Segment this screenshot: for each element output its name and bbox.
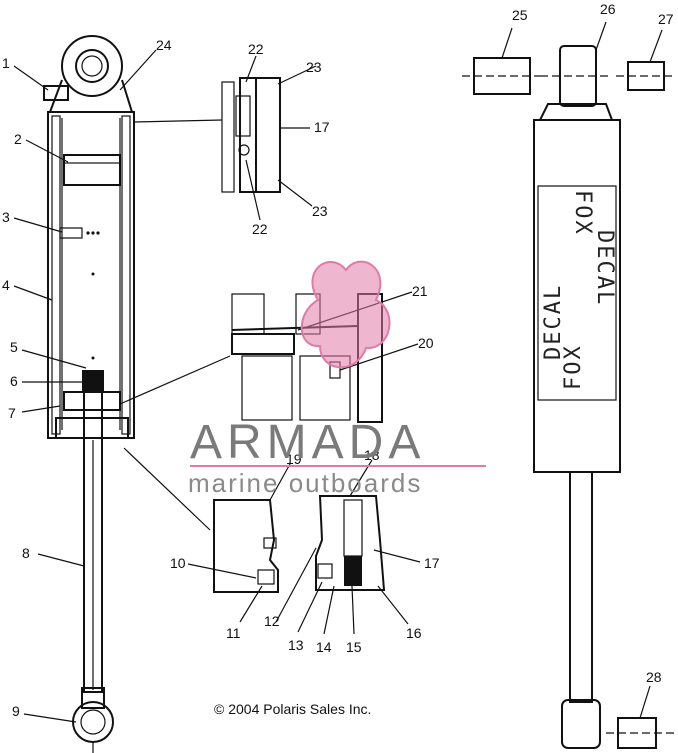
callout-24: 24	[156, 37, 172, 53]
callout-20: 20	[418, 335, 434, 351]
left-shock-cutaway	[43, 35, 135, 753]
callout-11: 11	[226, 625, 241, 641]
pink-blob-logo	[300, 260, 391, 369]
callout-26: 26	[600, 1, 616, 17]
callout-22-top: 22	[248, 41, 264, 57]
decal-decal-upper: DECAL	[592, 230, 617, 306]
watermark-title: ARMADA	[190, 416, 425, 469]
callout-6: 6	[10, 373, 18, 389]
detail-seal-top	[133, 77, 281, 193]
right-shock-external	[462, 45, 674, 749]
callout-22-bottom: 22	[252, 221, 268, 237]
fox-decal-text: FOX DECAL FOX DECAL	[541, 190, 617, 390]
callout-labels: 1 2 3 4 5 6 7 8 9 10 11 12 13 14 15 16 1…	[2, 1, 674, 719]
callout-12: 12	[264, 613, 280, 629]
callout-28: 28	[646, 669, 662, 685]
copyright-text: © 2004 Polaris Sales Inc.	[214, 701, 371, 717]
callout-8: 8	[22, 545, 30, 561]
callout-18: 18	[364, 447, 380, 463]
callout-23-bottom: 23	[312, 203, 328, 219]
callout-4: 4	[2, 277, 10, 293]
callout-7: 7	[8, 405, 16, 421]
callout-25: 25	[512, 7, 528, 23]
callout-17-upper: 17	[314, 119, 330, 135]
callout-3: 3	[2, 209, 10, 225]
detail-seal-bottom	[123, 447, 386, 593]
callout-14: 14	[316, 639, 332, 655]
callout-27: 27	[658, 11, 674, 27]
callout-5: 5	[10, 339, 18, 355]
decal-fox-lower: FOX	[561, 344, 586, 390]
callout-23-top: 23	[306, 59, 322, 75]
callout-21: 21	[412, 283, 428, 299]
callout-17-lower: 17	[424, 555, 440, 571]
watermark-subtitle: marine outboards	[188, 468, 422, 498]
callout-2: 2	[14, 131, 22, 147]
callout-9: 9	[12, 703, 20, 719]
callout-15: 15	[346, 639, 362, 655]
decal-decal-lower: DECAL	[541, 284, 566, 360]
callout-1: 1	[2, 55, 10, 71]
callout-16: 16	[406, 625, 422, 641]
armada-watermark: ARMADA marine outboards	[188, 260, 486, 498]
decal-fox-upper: FOX	[570, 190, 595, 236]
callout-10: 10	[170, 555, 186, 571]
callout-13: 13	[288, 637, 304, 653]
callout-19: 19	[286, 451, 302, 467]
